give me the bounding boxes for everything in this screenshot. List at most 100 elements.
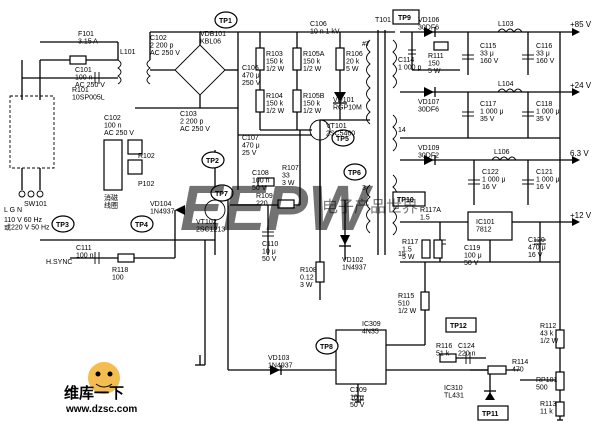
label-p102: P102 [138,181,154,188]
test-point-tp3: TP3 [51,215,75,233]
test-point-tp8: TP8 [315,337,339,355]
watermark-brand: EEPW [180,172,373,244]
test-point-tp1: TP1 [214,11,238,29]
test-point-tp12: TP12 [445,317,477,333]
label-r102: R102 [138,153,155,160]
svg-text:TP3: TP3 [56,222,69,229]
svg-text:TP11: TP11 [482,411,498,418]
dzsc-logo: 维库一下 www.dzsc.com [64,362,137,415]
ground-symbols [195,355,563,421]
test-points: TP1 TP2 TP3 TP4 TP5 TP6 TP7 TP8 [51,9,509,421]
svg-text:TP12: TP12 [450,323,467,330]
label-degauss-coil: 消磁线圈 [104,193,118,210]
label-l104: L104 [498,81,514,88]
output-rails: +85 V +24 V 6.3 V +12 V [520,20,592,226]
logo-url: www.dzsc.com [65,404,137,415]
logo-text: 维库一下 [64,384,124,402]
svg-text:TP8: TP8 [320,344,333,351]
test-point-tp11: TP11 [477,405,509,421]
test-point-tp10: TP10 [392,191,426,207]
label-t101: T101 [375,17,391,24]
label-lgn: L G N [4,207,22,214]
test-point-tp9: TP9 [392,9,420,25]
test-point-tp2: TP2 [201,151,225,169]
label-pin14: 14 [398,127,406,134]
svg-text:TP5: TP5 [336,136,349,143]
svg-text:TP6: TP6 [348,170,361,177]
eepw-watermark: EEPW 电子产品世界 [180,172,418,244]
rail-label-12v: +12 V [570,211,592,220]
svg-text:TP10: TP10 [397,197,414,204]
label-pin15: 15 [398,251,406,258]
label-sw101: SW101 [24,201,47,208]
label-hsync: H.SYNC [46,259,72,266]
watermark-cn: 电子产品世界 [322,198,418,216]
label-l106: L106 [494,149,510,156]
test-point-tp6: TP6 [343,163,367,181]
label-l101: L101 [120,49,136,56]
rail-label-24v: +24 V [570,81,592,90]
rail-label-6v3: 6.3 V [570,149,589,158]
test-point-tp5: TP5 [331,129,355,147]
svg-text:TP7: TP7 [215,191,228,198]
label-pin7: #7 [362,41,370,48]
test-point-tp4: TP4 [130,215,154,233]
svg-text:TP2: TP2 [206,158,219,165]
wiring [9,27,565,421]
rail-label-85v: +85 V [570,20,592,29]
svg-text:TP4: TP4 [135,222,148,229]
svg-text:TP9: TP9 [398,15,411,22]
svg-text:TP1: TP1 [219,18,232,25]
